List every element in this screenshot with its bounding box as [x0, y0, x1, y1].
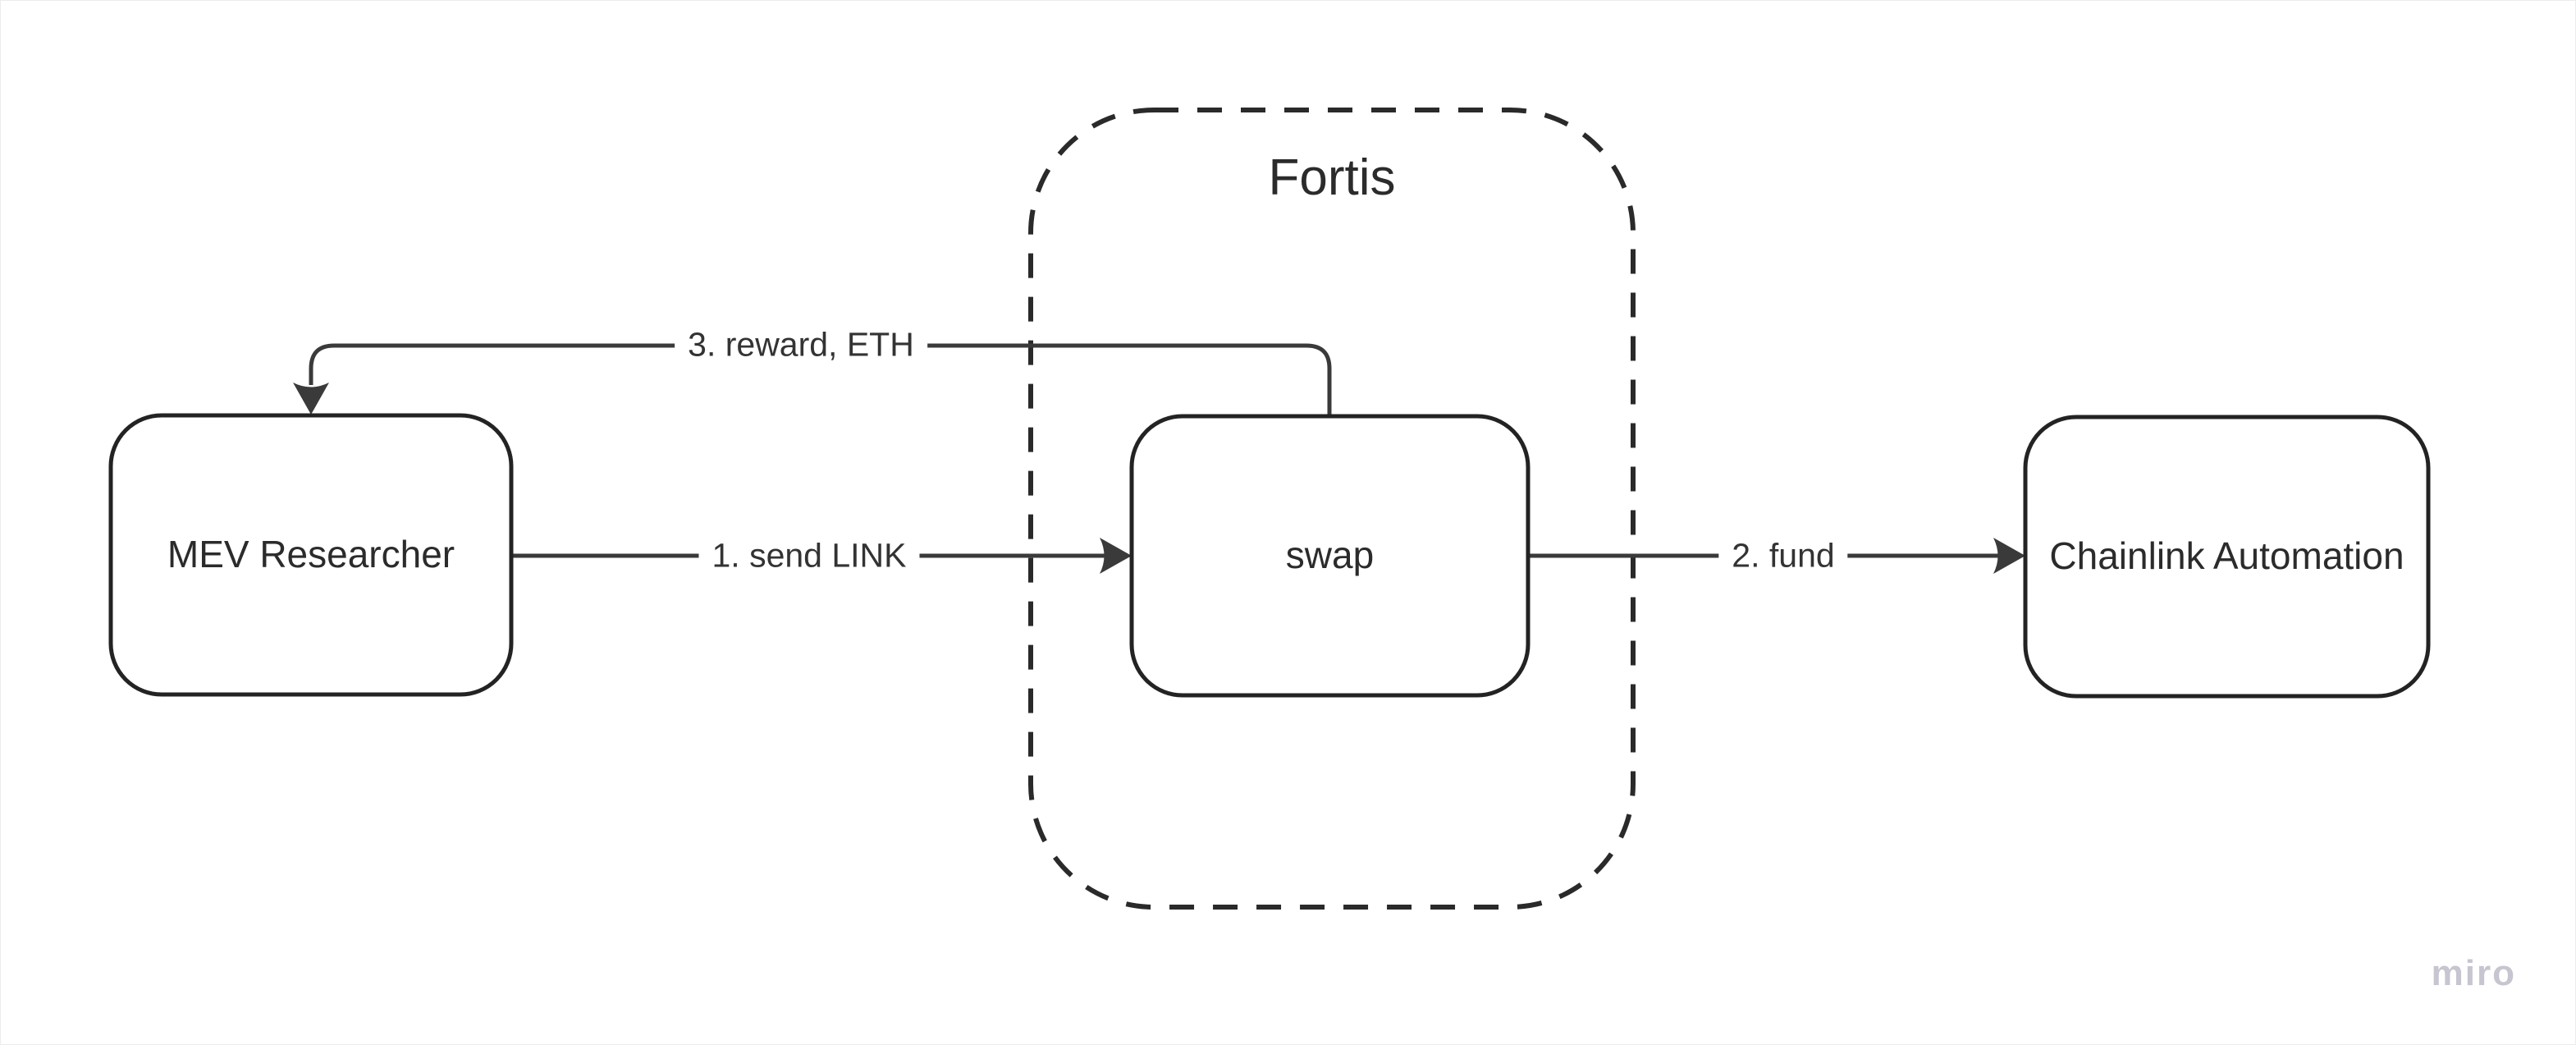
miro-watermark: miro: [2431, 953, 2516, 993]
edge-label-send-link[interactable]: 1. send LINK: [698, 534, 920, 578]
edge-fund-arrowhead: [1993, 538, 2025, 574]
node-box-swap[interactable]: [1129, 414, 1531, 698]
node-label-chainlink-automation[interactable]: Chainlink Automation: [2049, 534, 2404, 578]
node-box-chainlink-automation[interactable]: [2023, 415, 2431, 699]
group-title-fortis[interactable]: Fortis: [1268, 149, 1396, 206]
edge-reward-arrowhead: [293, 383, 329, 415]
edge-label-fund[interactable]: 2. fund: [1718, 534, 1848, 578]
node-label-swap[interactable]: swap: [1285, 534, 1375, 577]
node-label-mev-researcher[interactable]: MEV Researcher: [167, 533, 455, 576]
edge-label-reward-eth[interactable]: 3. reward, ETH: [675, 323, 927, 367]
edge-send-link-arrowhead: [1100, 538, 1132, 574]
fortis-group-frame[interactable]: [1028, 108, 1636, 910]
node-box-mev-researcher[interactable]: [108, 413, 514, 697]
